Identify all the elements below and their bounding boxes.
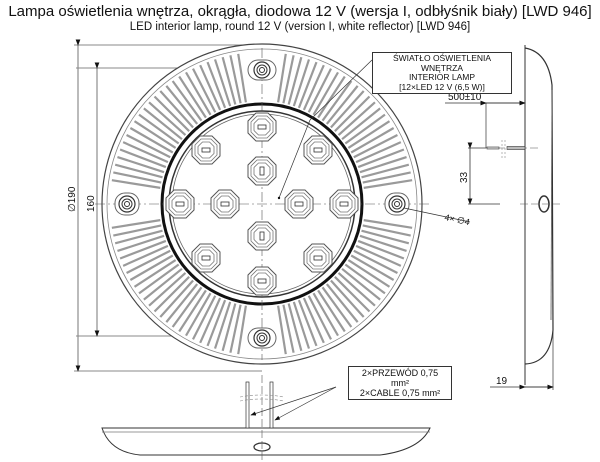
radial-fins — [111, 53, 413, 355]
depth-dimension: 19 — [490, 330, 554, 390]
lamp-front-view — [95, 43, 430, 365]
cable-spec-line1: 2×PRZEWÓD 0,75 mm² — [361, 368, 439, 388]
depth-label: 19 — [496, 376, 508, 387]
cable-spec-line2: 2×CABLE 0,75 mm² — [359, 388, 441, 398]
lamp-side-view — [486, 45, 560, 385]
outer-diameter-label: ∅190 — [67, 186, 78, 212]
drawing-title: Lampa oświetlenia wnętrza, okrągła, diod… — [8, 3, 592, 20]
cable-spec-callout: 2×PRZEWÓD 0,75 mm² 2×CABLE 0,75 mm² — [348, 366, 452, 400]
lamp-spec-line1: ŚWIATŁO OŚWIETLENIA WNĘTRZA — [392, 53, 492, 73]
drawing-subtitle: LED interior lamp, round 12 V (version I… — [129, 21, 471, 33]
cable-length-dimension: 500±10 — [445, 92, 526, 148]
outer-diameter-dimension: ∅190 — [67, 39, 262, 372]
cable-length-label: 500±10 — [448, 92, 482, 103]
lamp-spec-line2: INTERIOR LAMP — [408, 72, 476, 82]
cable-offset-dimension: 33 — [459, 142, 500, 205]
mounting-holes — [114, 59, 410, 349]
lamp-spec-callout: ŚWIATŁO OŚWIETLENIA WNĘTRZA INTERIOR LAM… — [372, 52, 512, 94]
hole-spec-label: 4× ∅4 — [444, 212, 471, 227]
lamp-spec-line3: [12×LED 12 V (6,5 W)] — [399, 81, 485, 92]
mount-spacing-label: 160 — [86, 195, 97, 212]
cable-offset-label: 33 — [459, 171, 470, 183]
lamp-bottom-view — [101, 375, 431, 462]
